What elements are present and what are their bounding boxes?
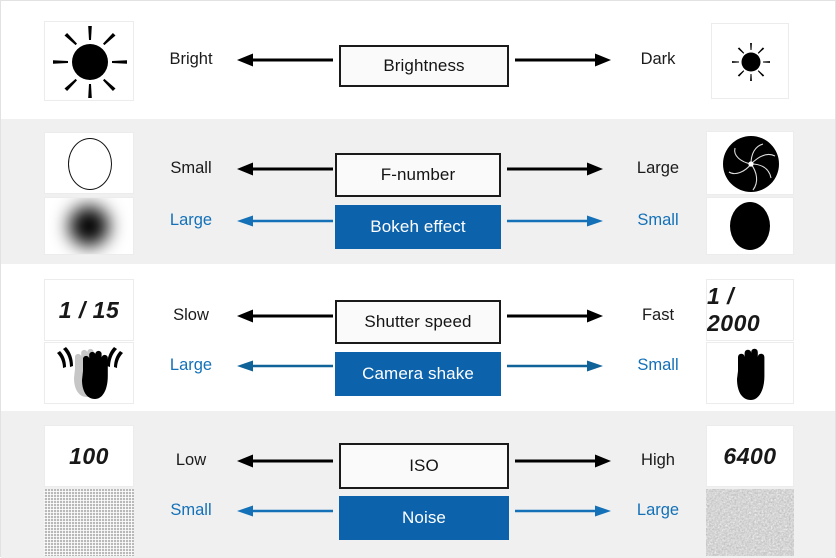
label-left-bright: Bright [169, 50, 213, 68]
blurred-dot-icon [44, 197, 134, 255]
steady-hand-icon [706, 342, 794, 404]
label-right-dark: Dark [640, 50, 676, 68]
iso-value-high: 6400 [706, 425, 794, 487]
arrow-right-camera-shake [507, 359, 603, 373]
arrow-left-f-number [237, 162, 333, 176]
sun-small-icon [711, 23, 789, 99]
iso-value-high-text: 6400 [723, 442, 777, 469]
shutter-value-fast: 1 / 2000 [706, 279, 794, 341]
center-box-brightness-label: Brightness [383, 56, 465, 75]
center-box-camera-shake[interactable]: Camera shake [335, 352, 501, 396]
center-box-camera-shake-label: Camera shake [362, 364, 474, 383]
label-right-fast: Fast [641, 306, 675, 324]
shutter-value-slow: 1 / 15 [44, 279, 134, 341]
row-shutter-speed: 1 / 15 Slow Shutter speed Fast 1 / 2000 [1, 264, 835, 411]
sharp-dot-icon [706, 197, 794, 255]
bokeh-blur-shape [69, 206, 109, 246]
arrow-left-shutter-speed [237, 309, 333, 323]
label-left-small-fnumber: Small [170, 159, 212, 177]
label-right-large-fnumber: Large [636, 159, 680, 177]
label-right-large-noise: Large [636, 501, 680, 519]
shaking-hand-icon [44, 342, 134, 404]
center-box-noise-label: Noise [402, 508, 446, 527]
center-box-shutter-speed-label: Shutter speed [364, 312, 472, 331]
center-box-f-number-label: F-number [380, 165, 456, 184]
arrow-left-camera-shake [237, 359, 333, 373]
center-box-brightness[interactable]: Brightness [339, 45, 509, 87]
label-right-small-shake: Small [637, 356, 679, 374]
noise-low-swatch [44, 489, 134, 556]
arrow-right-brightness [515, 53, 611, 67]
center-box-f-number[interactable]: F-number [335, 153, 501, 197]
label-right-small-bokeh: Small [637, 211, 679, 229]
arrow-left-brightness [237, 53, 333, 67]
aperture-open-icon [44, 132, 134, 194]
noise-high-swatch [706, 489, 794, 556]
center-box-bokeh-effect[interactable]: Bokeh effect [335, 205, 501, 249]
arrow-right-shutter-speed [507, 309, 603, 323]
arrow-left-iso [237, 454, 333, 468]
label-left-large-bokeh: Large [169, 211, 213, 229]
arrow-right-bokeh [507, 214, 603, 228]
arrow-left-bokeh [237, 214, 333, 228]
iso-value-low: 100 [44, 425, 134, 487]
label-left-small-noise: Small [170, 501, 212, 519]
sharp-dot-shape [730, 202, 770, 250]
arrow-right-noise [515, 504, 611, 518]
row-f-number: Small F-number Large [1, 119, 835, 264]
label-left-large-shake: Large [169, 356, 213, 374]
row-brightness: Bright Brightness Dark [1, 1, 835, 119]
label-right-high: High [641, 451, 675, 469]
aperture-closed-icon [706, 131, 794, 195]
label-left-slow: Slow [173, 306, 209, 324]
label-left-low: Low [175, 451, 207, 469]
center-box-bokeh-effect-label: Bokeh effect [370, 217, 466, 236]
center-box-shutter-speed[interactable]: Shutter speed [335, 300, 501, 344]
aperture-open-ring [68, 138, 112, 190]
row-iso: 100 Low ISO High 6400 Small [1, 411, 835, 558]
arrow-left-noise [237, 504, 333, 518]
shutter-value-slow-text: 1 / 15 [58, 296, 120, 323]
center-box-iso-label: ISO [409, 456, 439, 475]
sun-large-icon [44, 21, 134, 101]
arrow-right-iso [515, 454, 611, 468]
noise-high-texture [706, 489, 794, 556]
shutter-value-fast-text: 1 / 2000 [707, 283, 761, 336]
arrow-right-f-number [507, 162, 603, 176]
center-box-iso[interactable]: ISO [339, 443, 509, 489]
center-box-noise[interactable]: Noise [339, 496, 509, 540]
iso-value-low-text: 100 [69, 442, 109, 469]
